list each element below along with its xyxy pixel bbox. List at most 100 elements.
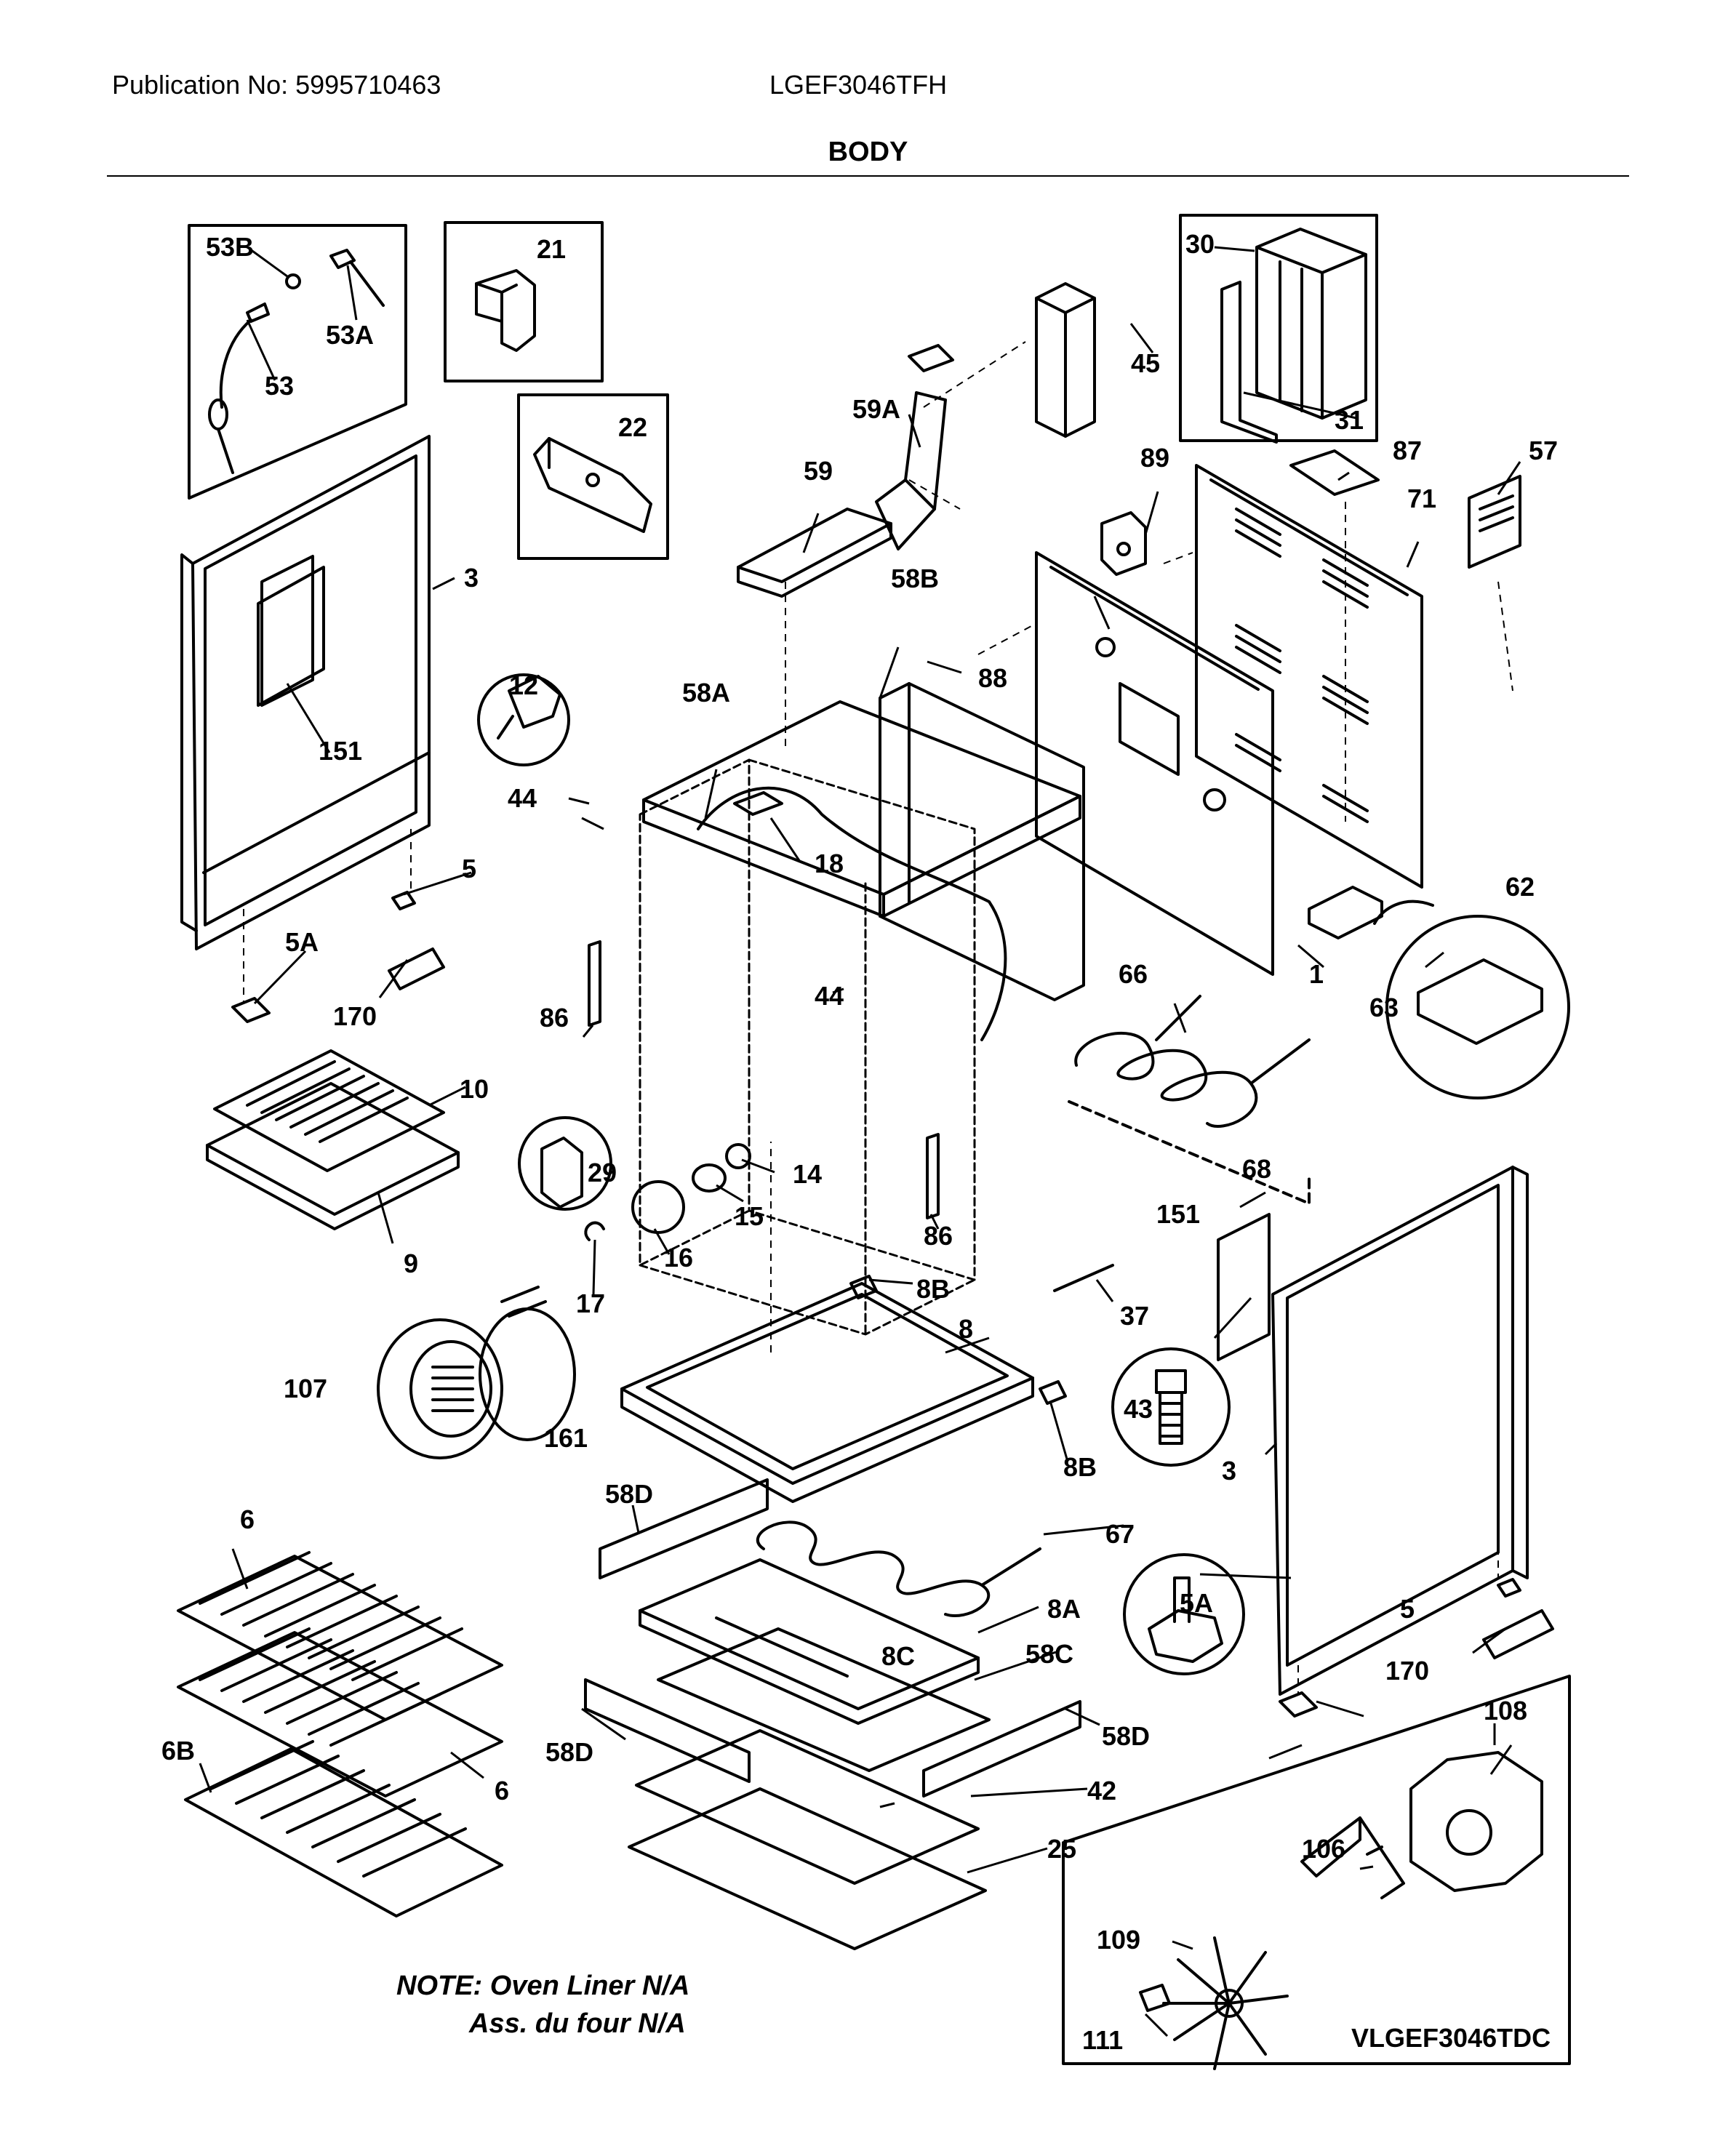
- label-108: 108: [1484, 1696, 1527, 1726]
- inset-box-22: [517, 393, 669, 560]
- label-44-top: 44: [508, 783, 537, 813]
- label-106: 106: [1302, 1834, 1345, 1864]
- label-86-left: 86: [540, 1003, 569, 1033]
- label-45: 45: [1131, 348, 1160, 378]
- label-29: 29: [588, 1158, 617, 1187]
- convection-bracket: [1300, 1816, 1405, 1899]
- diagram-code: VLGEF3046TDC: [1351, 2023, 1551, 2053]
- label-6B: 6B: [161, 1736, 195, 1766]
- bake-element: [756, 1520, 1041, 1617]
- oven-top: [642, 700, 1081, 1041]
- label-30: 30: [1185, 229, 1215, 259]
- label-58B: 58B: [891, 564, 939, 593]
- fan-nut: [1139, 1984, 1171, 2012]
- lamp-assembly: [584, 1143, 751, 1241]
- part-59A-duct: [875, 344, 954, 550]
- label-88: 88: [978, 663, 1007, 693]
- publication-number: Publication No: 5995710463: [112, 70, 441, 100]
- label-44-mid: 44: [815, 981, 844, 1011]
- inset-box-convection: [1062, 1675, 1571, 2065]
- fan-gasket: [479, 1286, 576, 1441]
- label-31: 31: [1335, 405, 1364, 435]
- part-170-right: [1482, 1609, 1554, 1659]
- label-37: 37: [1120, 1301, 1149, 1331]
- part-62-terminal: [1308, 886, 1543, 1045]
- label-67: 67: [1105, 1519, 1135, 1549]
- arrow-to-62: [1373, 899, 1434, 925]
- label-151-left: 151: [319, 736, 362, 766]
- part-5-left: [391, 891, 416, 910]
- label-9: 9: [404, 1249, 418, 1278]
- part-18-clip: [733, 791, 783, 816]
- part-43-bolt: [1155, 1369, 1187, 1445]
- label-58D-top: 58D: [605, 1479, 653, 1509]
- part-57-vent: [1468, 475, 1521, 569]
- part-30-duct: [1220, 228, 1367, 444]
- part-5A-leveler: [1148, 1576, 1223, 1663]
- inset-box-probe: [188, 224, 407, 500]
- label-53: 53: [265, 371, 294, 401]
- inset-box-21: [444, 221, 604, 382]
- label-53A: 53A: [326, 320, 374, 350]
- label-17: 17: [576, 1289, 605, 1318]
- label-57: 57: [1529, 436, 1558, 465]
- part-68-bracket: [1068, 1100, 1311, 1205]
- part-170-left: [388, 947, 445, 990]
- label-8: 8: [959, 1314, 973, 1344]
- broil-pan: [206, 1082, 460, 1230]
- label-58D-right: 58D: [1102, 1721, 1150, 1751]
- label-18: 18: [815, 849, 844, 878]
- convection-fan: [1162, 1936, 1289, 2070]
- probe-parts: [208, 249, 385, 474]
- label-8B-top: 8B: [916, 1274, 950, 1304]
- broil-element: [1074, 995, 1311, 1128]
- part-labels: 53B 53A 53 21 22 3 151 12 44 5 5A 170 10…: [161, 229, 1558, 2055]
- part-21-switch: [475, 269, 536, 352]
- label-5-left: 5: [462, 854, 476, 883]
- label-109: 109: [1097, 1925, 1140, 1955]
- callout-circle-12: [477, 673, 570, 766]
- label-8B-bottom: 8B: [1063, 1452, 1097, 1482]
- label-68: 68: [1242, 1154, 1271, 1184]
- label-58C: 58C: [1025, 1639, 1073, 1669]
- part-86-slide-left: [588, 940, 601, 1027]
- part-5A-left: [231, 997, 271, 1023]
- bottom-panel-25: [628, 1787, 987, 1950]
- label-5A-right: 5A: [1180, 1588, 1213, 1618]
- label-107: 107: [284, 1374, 327, 1403]
- rear-panel: [1035, 551, 1274, 976]
- element-cover: [639, 1558, 980, 1725]
- label-87: 87: [1393, 436, 1422, 465]
- label-21: 21: [537, 234, 566, 264]
- part-86-slide-right: [926, 1133, 940, 1219]
- part-22-bracket: [533, 437, 652, 533]
- label-25: 25: [1047, 1834, 1076, 1864]
- strip-58D-left: [584, 1678, 751, 1783]
- section-title: BODY: [828, 137, 908, 167]
- part-151-bracket-left: [260, 555, 314, 707]
- part-45-box: [1035, 282, 1096, 438]
- part-5A-right: [1279, 1691, 1318, 1718]
- part-87-plate: [1289, 449, 1380, 496]
- label-151-right: 151: [1156, 1199, 1200, 1229]
- callout-circle-43: [1111, 1347, 1231, 1467]
- callout-circle-5A: [1123, 1553, 1245, 1675]
- note-line-2: Ass. du four N/A: [468, 2008, 686, 2039]
- label-58D-left: 58D: [545, 1737, 593, 1767]
- part-29-switch: [540, 1137, 583, 1209]
- oven-rack-lower: [177, 1627, 503, 1798]
- label-12: 12: [509, 670, 538, 700]
- label-53B: 53B: [206, 232, 254, 262]
- label-63: 63: [1369, 993, 1399, 1022]
- label-10: 10: [460, 1074, 489, 1104]
- side-panel-left: [180, 435, 431, 950]
- label-16: 16: [664, 1243, 693, 1273]
- callout-circle-29: [518, 1116, 612, 1211]
- oven-liner: [639, 758, 976, 1336]
- bottom-panel-42: [635, 1729, 980, 1885]
- back-cover: [1195, 464, 1423, 889]
- part-5-right: [1497, 1578, 1521, 1598]
- label-58A: 58A: [682, 678, 730, 708]
- label-6-mid: 6: [495, 1776, 509, 1806]
